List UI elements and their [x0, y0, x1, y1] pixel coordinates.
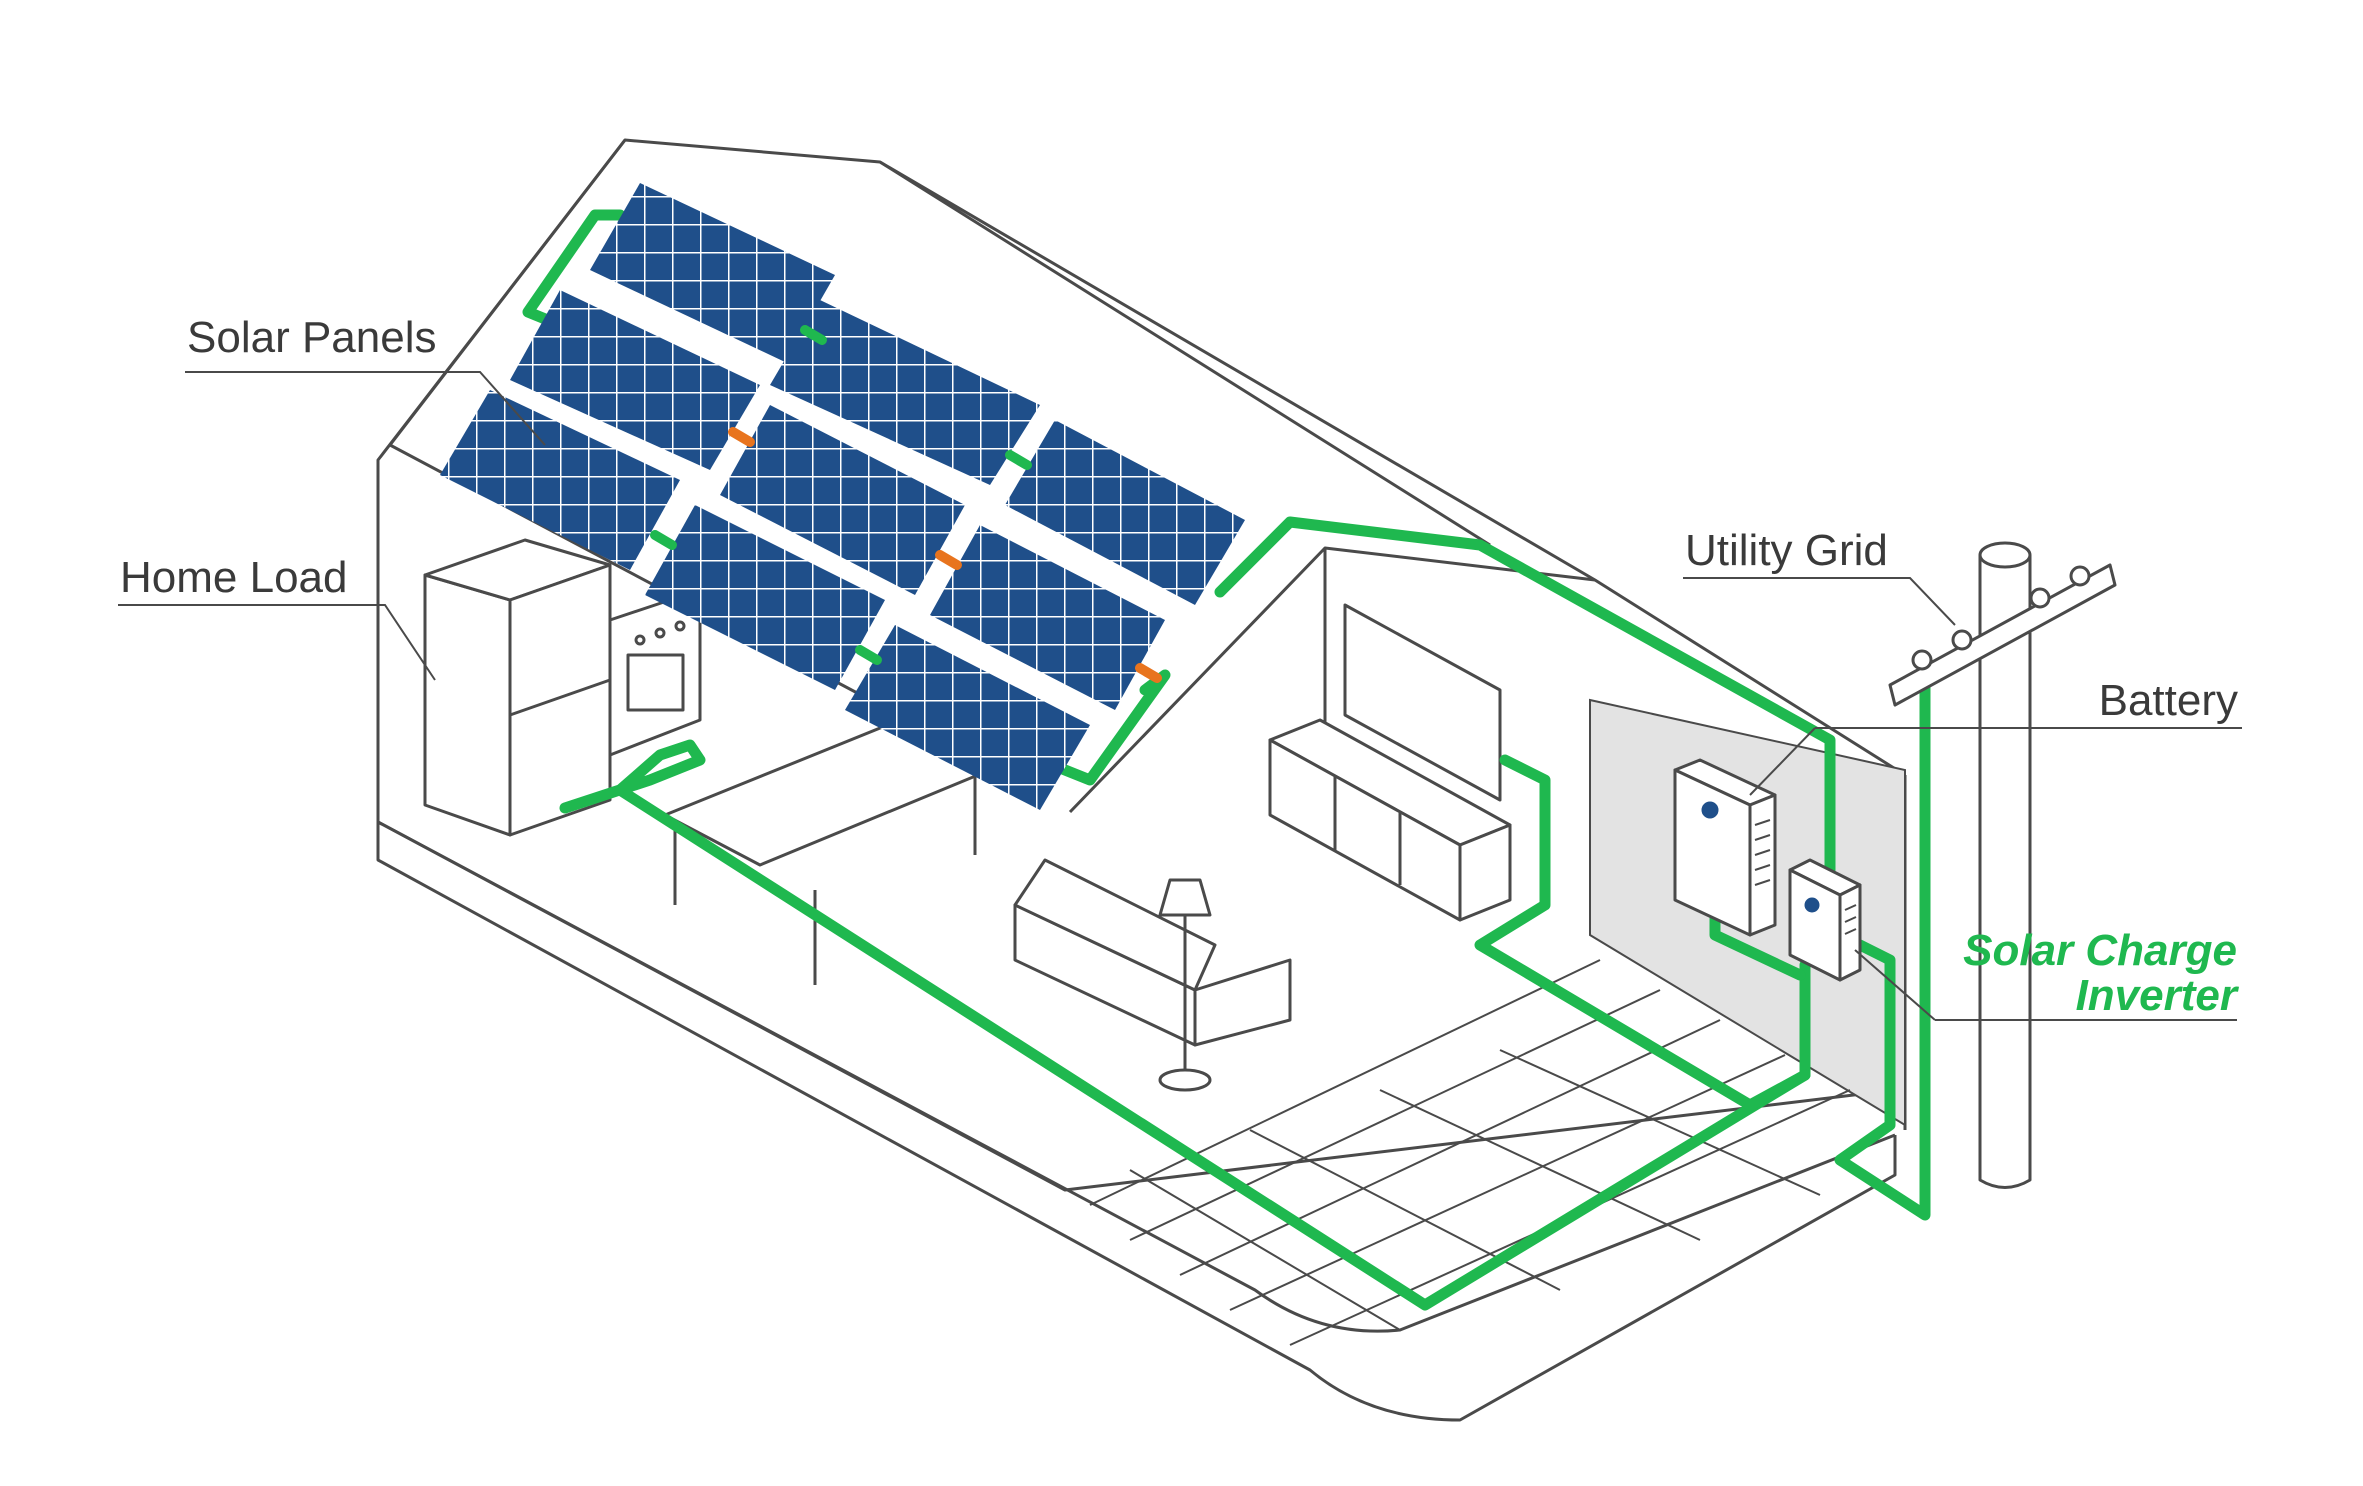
label-inverter-line1: Solar Charge: [1963, 926, 2237, 975]
solar-panel-7: [645, 505, 885, 690]
kitchen-appliances: [423, 538, 992, 985]
inverter-indicator: [1804, 897, 1820, 913]
utility-pole: [1888, 541, 2117, 1189]
insulator-1: [1911, 649, 1933, 671]
connector-orange-3: [1135, 663, 1162, 683]
leader-battery: [1749, 727, 2242, 796]
panel-string-wire-left: [522, 209, 626, 331]
roof-to-inverter-wire: [1214, 516, 1836, 976]
solar-panel-3: [770, 300, 1040, 485]
living-room-furniture: [1013, 603, 1512, 1092]
tv: [1343, 603, 1502, 802]
floor-top-edge: [377, 820, 1896, 1333]
battery-to-inverter-wire: [1709, 909, 1806, 981]
solar-panel-5: [720, 405, 965, 595]
solar-panel-6: [1005, 420, 1245, 605]
leader-solar-panels: [185, 371, 546, 446]
connector-green-4: [855, 645, 882, 665]
insulator-4: [2069, 565, 2091, 587]
connector-orange-2: [935, 550, 962, 570]
insulator-3: [2029, 587, 2051, 609]
label-solar-panels: Solar Panels: [187, 313, 436, 362]
panel-connectors: [650, 325, 1162, 683]
solar-panel-8: [930, 525, 1165, 710]
fridge: [423, 573, 512, 837]
wiring: [522, 209, 1931, 1311]
leader-utility-grid: [1683, 577, 1956, 626]
living-room-wire: [1474, 754, 1811, 1111]
pole-shaft: [1978, 555, 2032, 1189]
home-load-wire: [559, 739, 1811, 1311]
callout-leaders: [118, 371, 2242, 1021]
connector-green-1: [800, 325, 827, 345]
connector-green-3: [650, 530, 677, 550]
battery-unit: [1673, 758, 1777, 937]
connector-orange-1: [728, 427, 755, 447]
battery-indicator: [1701, 801, 1719, 819]
leader-home-load: [118, 604, 436, 681]
inverter-unit: [1788, 858, 1862, 982]
solar-panel-1: [590, 183, 835, 362]
connector-green-2: [1005, 450, 1032, 470]
label-home-load: Home Load: [120, 553, 347, 602]
floor-slab: [376, 822, 1897, 1422]
solar-array: [440, 183, 1245, 810]
solar-panel-2: [510, 290, 760, 470]
floor-tiles: [1089, 959, 1851, 1346]
leader-inverter: [1854, 949, 2237, 1021]
label-battery: Battery: [2099, 676, 2238, 725]
floor-lamp: [1158, 878, 1212, 917]
solar-panel-4: [440, 390, 680, 570]
floor-inner-edge: [377, 820, 1896, 1192]
label-inverter-line2: Inverter: [2076, 971, 2240, 1020]
insulator-2: [1951, 629, 1973, 651]
house-structure: [376, 138, 1907, 1422]
inverter-to-grid-wire: [1834, 664, 1931, 1221]
label-utility-grid: Utility Grid: [1685, 526, 1888, 575]
solar-panel-9: [845, 625, 1090, 810]
